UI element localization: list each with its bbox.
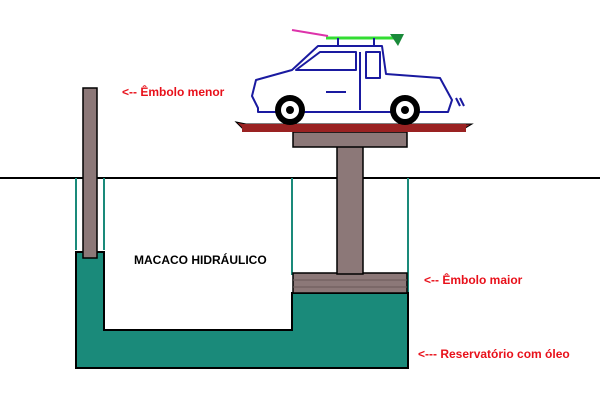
roof-flag	[390, 34, 404, 46]
large-piston-column	[336, 145, 364, 275]
car-wheel-rear	[390, 95, 420, 125]
label-device-title: MACACO HIDRÁULICO	[134, 252, 267, 267]
roof-surfboard	[291, 29, 329, 37]
label-large-piston: <-- Êmbolo maior	[424, 272, 523, 287]
car-wheel-front	[275, 95, 305, 125]
platform-cap	[292, 131, 408, 148]
label-reservoir: <--- Reservatório com óleo	[418, 347, 570, 361]
label-small-piston: <-- Êmbolo menor	[122, 84, 225, 99]
oil-reservoir	[75, 251, 409, 369]
small-piston	[82, 87, 98, 259]
large-piston-head	[292, 272, 408, 294]
cylinder-guides	[75, 178, 409, 293]
